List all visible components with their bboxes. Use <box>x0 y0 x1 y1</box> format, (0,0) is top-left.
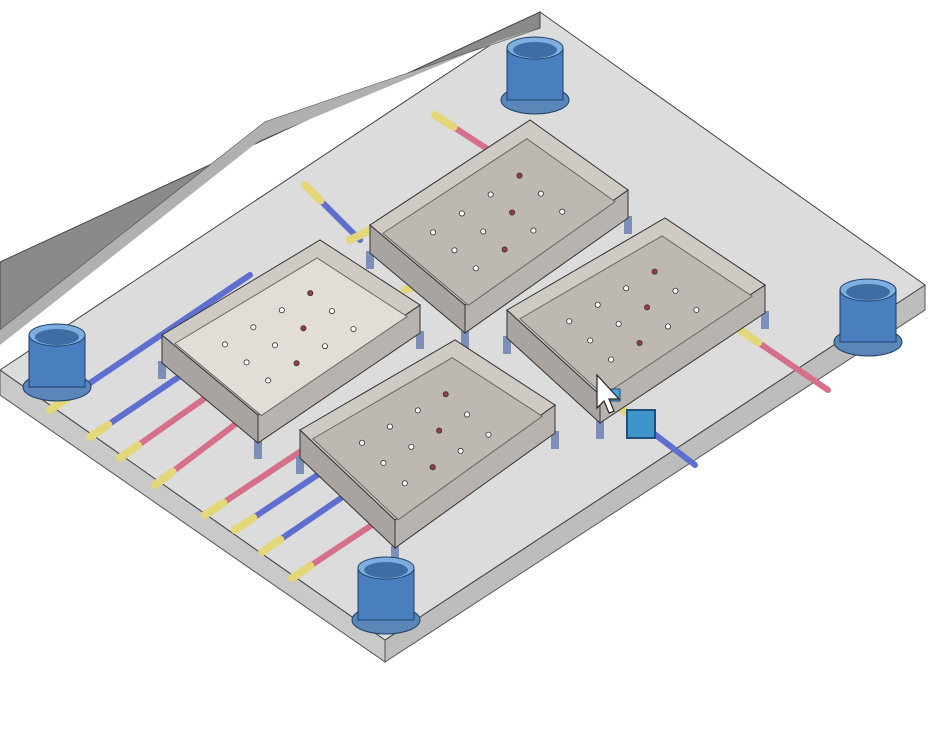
ejector-hole <box>307 290 314 297</box>
ejector-hole <box>271 342 278 349</box>
ejector-hole <box>359 439 366 446</box>
support-pin <box>624 216 632 234</box>
fitting-yellow <box>231 513 258 534</box>
ejector-hole <box>250 324 257 331</box>
support-pin <box>761 311 769 329</box>
ejector-hole <box>664 323 671 330</box>
ejector-hole <box>530 227 537 234</box>
ejector-hole <box>221 341 228 348</box>
guide-bushing-1 <box>500 36 570 115</box>
ejector-hole <box>644 304 651 311</box>
ejector-hole <box>485 431 492 438</box>
ejector-hole <box>594 301 601 308</box>
ejector-hole <box>350 326 357 333</box>
ejector-hole <box>472 265 479 272</box>
support-pin <box>596 421 604 439</box>
ejector-hole <box>559 208 566 215</box>
support-pin <box>254 441 262 459</box>
ejector-hole <box>328 308 335 315</box>
ejector-hole <box>451 247 458 254</box>
cavity-tray-3[interactable] <box>503 217 769 439</box>
ejector-hole <box>430 229 437 236</box>
arrow-cursor-icon <box>596 373 621 414</box>
ejector-hole <box>380 460 387 467</box>
ejector-hole <box>436 427 443 434</box>
ejector-hole <box>278 307 285 314</box>
ejector-hole <box>623 285 630 292</box>
tray-floor <box>311 357 544 521</box>
ejector-hole <box>636 340 643 347</box>
support-pin <box>366 251 374 269</box>
fitting-yellow <box>201 498 228 519</box>
ejector-hole <box>608 356 615 363</box>
support-pin <box>416 331 424 349</box>
ejector-hole <box>429 464 436 471</box>
ejector-hole <box>386 423 393 430</box>
ejector-hole <box>442 391 449 398</box>
fitting-yellow <box>736 326 763 347</box>
ejector-hole <box>693 306 700 313</box>
ejector-hole <box>509 209 516 216</box>
ejector-hole <box>408 443 415 450</box>
guide-bushing-2 <box>833 278 903 357</box>
ejector-hole <box>414 407 421 414</box>
ejector-hole <box>501 246 508 253</box>
ejector-hole <box>458 210 465 217</box>
ejector-hole <box>587 337 594 344</box>
ejector-hole <box>672 287 679 294</box>
support-pin <box>296 456 304 474</box>
tray-floor <box>382 138 616 306</box>
fitting-yellow <box>258 535 285 556</box>
tray-floor <box>174 257 409 417</box>
fitting-yellow <box>431 111 458 131</box>
ejector-hole <box>480 228 487 235</box>
ejector-hole <box>265 377 272 384</box>
fitting-yellow <box>116 441 142 462</box>
support-pin <box>158 361 166 379</box>
guide-bushing-3 <box>22 323 92 402</box>
fitting-yellow <box>301 181 325 205</box>
cavity-tray-1[interactable] <box>366 119 632 349</box>
blue-square-handle-icon[interactable] <box>626 409 656 439</box>
fitting-yellow <box>346 226 374 244</box>
fitting-yellow <box>86 420 113 441</box>
ejector-hole <box>457 447 464 454</box>
ejector-hole <box>293 360 300 367</box>
ejector-hole <box>537 190 544 197</box>
ejector-hole <box>615 320 622 327</box>
ejector-hole <box>516 172 523 179</box>
ejector-hole <box>487 191 494 198</box>
fitting-yellow <box>288 561 315 582</box>
support-pin <box>551 431 559 449</box>
ejector-hole <box>464 411 471 418</box>
ejector-hole <box>401 480 408 487</box>
support-pin <box>503 336 511 354</box>
ejector-hole <box>651 268 658 275</box>
guide-bushing-4 <box>351 556 421 635</box>
ejector-hole <box>243 359 250 366</box>
fitting-yellow <box>151 467 177 489</box>
cavity-tray-4[interactable] <box>296 339 559 564</box>
cavity-tray-2[interactable] <box>158 239 424 459</box>
support-pin <box>391 546 399 564</box>
tray-floor <box>519 235 753 396</box>
ejector-hole <box>300 325 307 332</box>
ejector-hole <box>322 343 329 350</box>
ejector-hole <box>566 318 573 325</box>
support-pin <box>461 331 469 349</box>
